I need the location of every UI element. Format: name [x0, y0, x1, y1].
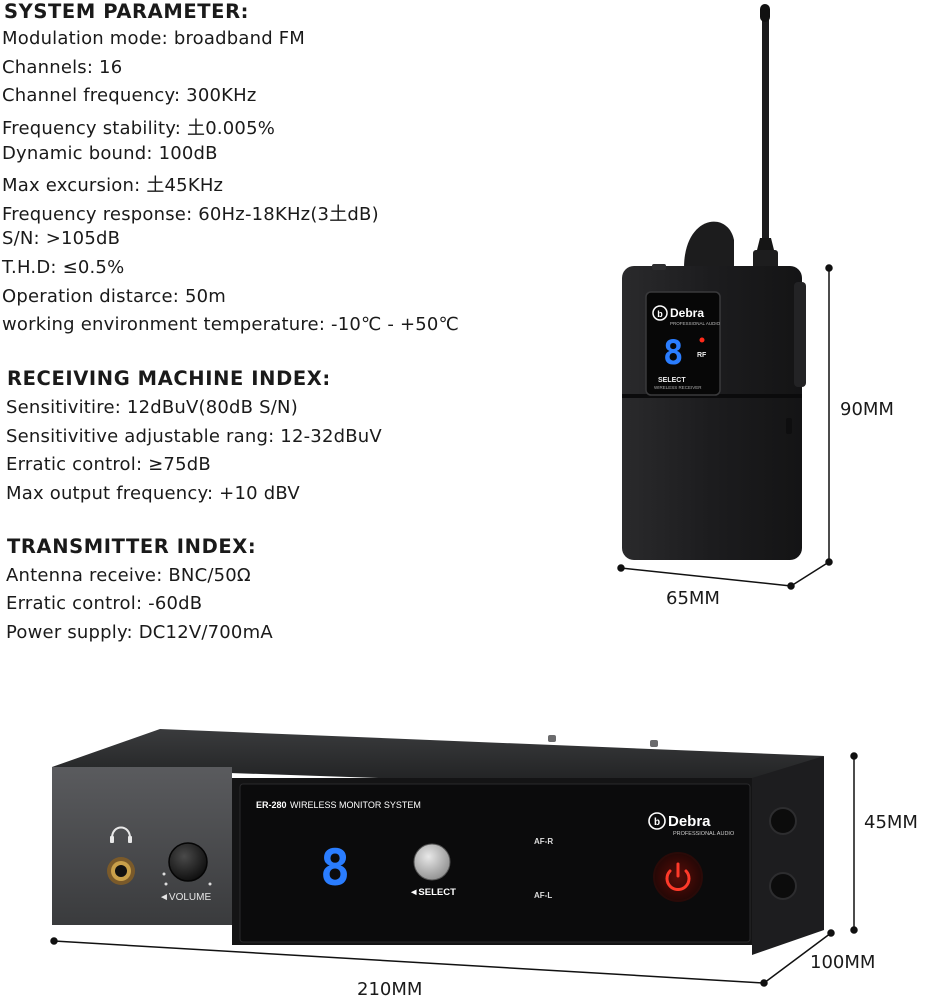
spec-line: Frequency response: 60Hz-18KHz(3土dB) — [2, 204, 379, 225]
volume-knob[interactable] — [168, 842, 208, 882]
spec-line: working environment temperature: -10℃ - … — [2, 314, 459, 335]
select-label: ◄SELECT — [409, 887, 456, 898]
spec-line: Channel frequency: 300KHz — [2, 85, 257, 106]
bodypack-rf-label: RF — [697, 352, 707, 359]
bodypack-brand: Debra — [670, 306, 704, 320]
bodypack-brand-sub: PROFESSIONAL AUDIO — [670, 321, 721, 326]
spec-line: Sensitivitire: 12dBuV(80dB S/N) — [6, 397, 298, 418]
af-r-label: AF-R — [534, 837, 553, 846]
bodypack-dimension-lines — [617, 264, 833, 590]
bodypack-select-sub: WIRELESS RECEIVER — [654, 385, 702, 390]
antenna — [753, 4, 778, 272]
bodypack-receiver: b Debra PROFESSIONAL AUDIO 8 RF SELECT W… — [622, 4, 806, 560]
spec-line: S/N: >105dB — [2, 228, 121, 249]
spec-line: Power supply: DC12V/700mA — [6, 622, 273, 643]
spec-line: Max excursion: 土45KHz — [2, 175, 224, 196]
bodypack-select-label[interactable]: SELECT — [658, 377, 686, 384]
svg-text:b: b — [654, 817, 660, 828]
bodypack-width-dim: 65MM — [666, 588, 720, 609]
spec-line: Antenna receive: BNC/50Ω — [6, 565, 251, 586]
spec-line: Dynamic bound: 100dB — [2, 143, 218, 164]
rack-front-panel — [239, 783, 751, 943]
rf-led-icon — [699, 337, 705, 343]
rack-height-dim: 45MM — [864, 812, 918, 833]
spec-line: Frequency stability: 土0.005% — [2, 118, 276, 139]
spec-line: T.H.D: ≤0.5% — [2, 257, 125, 278]
rack-brand: Debra — [668, 813, 711, 830]
belt-clip — [684, 221, 734, 268]
debra-logo-icon — [652, 305, 668, 321]
receiving-index-heading: RECEIVING MACHINE INDEX: — [7, 367, 331, 390]
spec-line: Operation distarce: 50m — [2, 286, 226, 307]
spec-line: Channels: 16 — [2, 57, 123, 78]
system-parameter-heading: SYSTEM PARAMETER: — [4, 0, 250, 23]
af-l-label: AF-L — [534, 891, 552, 900]
debra-logo-icon — [648, 812, 666, 830]
volume-label: ◄VOLUME — [159, 892, 211, 903]
svg-text:b: b — [657, 309, 663, 319]
rack-model-desc: WIRELESS MONITOR SYSTEM — [290, 800, 421, 810]
xlr-output-icon — [769, 807, 797, 835]
transmitter-index-heading: TRANSMITTER INDEX: — [7, 535, 257, 558]
spec-line: Max output frequency: +10 dBV — [6, 483, 300, 504]
bodypack-height-dim: 90MM — [840, 399, 894, 420]
spec-line: Erratic control: -60dB — [6, 593, 203, 614]
rack-brand-sub: PROFESSIONAL AUDIO — [673, 831, 735, 837]
rack-width-dim: 210MM — [357, 979, 423, 1000]
rack-side-panel — [52, 767, 232, 925]
spec-line: Modulation mode: broadband FM — [2, 28, 306, 49]
rack-model: ER-280 — [256, 800, 287, 810]
rack-receiver: ◄VOLUME ER-280 WIRELESS MONITOR SYSTEM b… — [52, 729, 824, 955]
spec-line: Sensitivitive adjustable rang: 12-32dBuV — [6, 426, 382, 447]
rack-depth-dim: 100MM — [810, 952, 876, 973]
headphone-icon — [111, 826, 131, 839]
spec-line: Erratic control: ≥75dB — [6, 454, 211, 475]
xlr-output-icon — [769, 872, 797, 900]
rack-dimension-lines — [50, 752, 858, 987]
power-icon — [665, 862, 691, 891]
rack-channel-digit: 8 — [320, 839, 350, 897]
select-button[interactable] — [413, 843, 451, 881]
bodypack-channel-digit: 8 — [663, 333, 683, 373]
